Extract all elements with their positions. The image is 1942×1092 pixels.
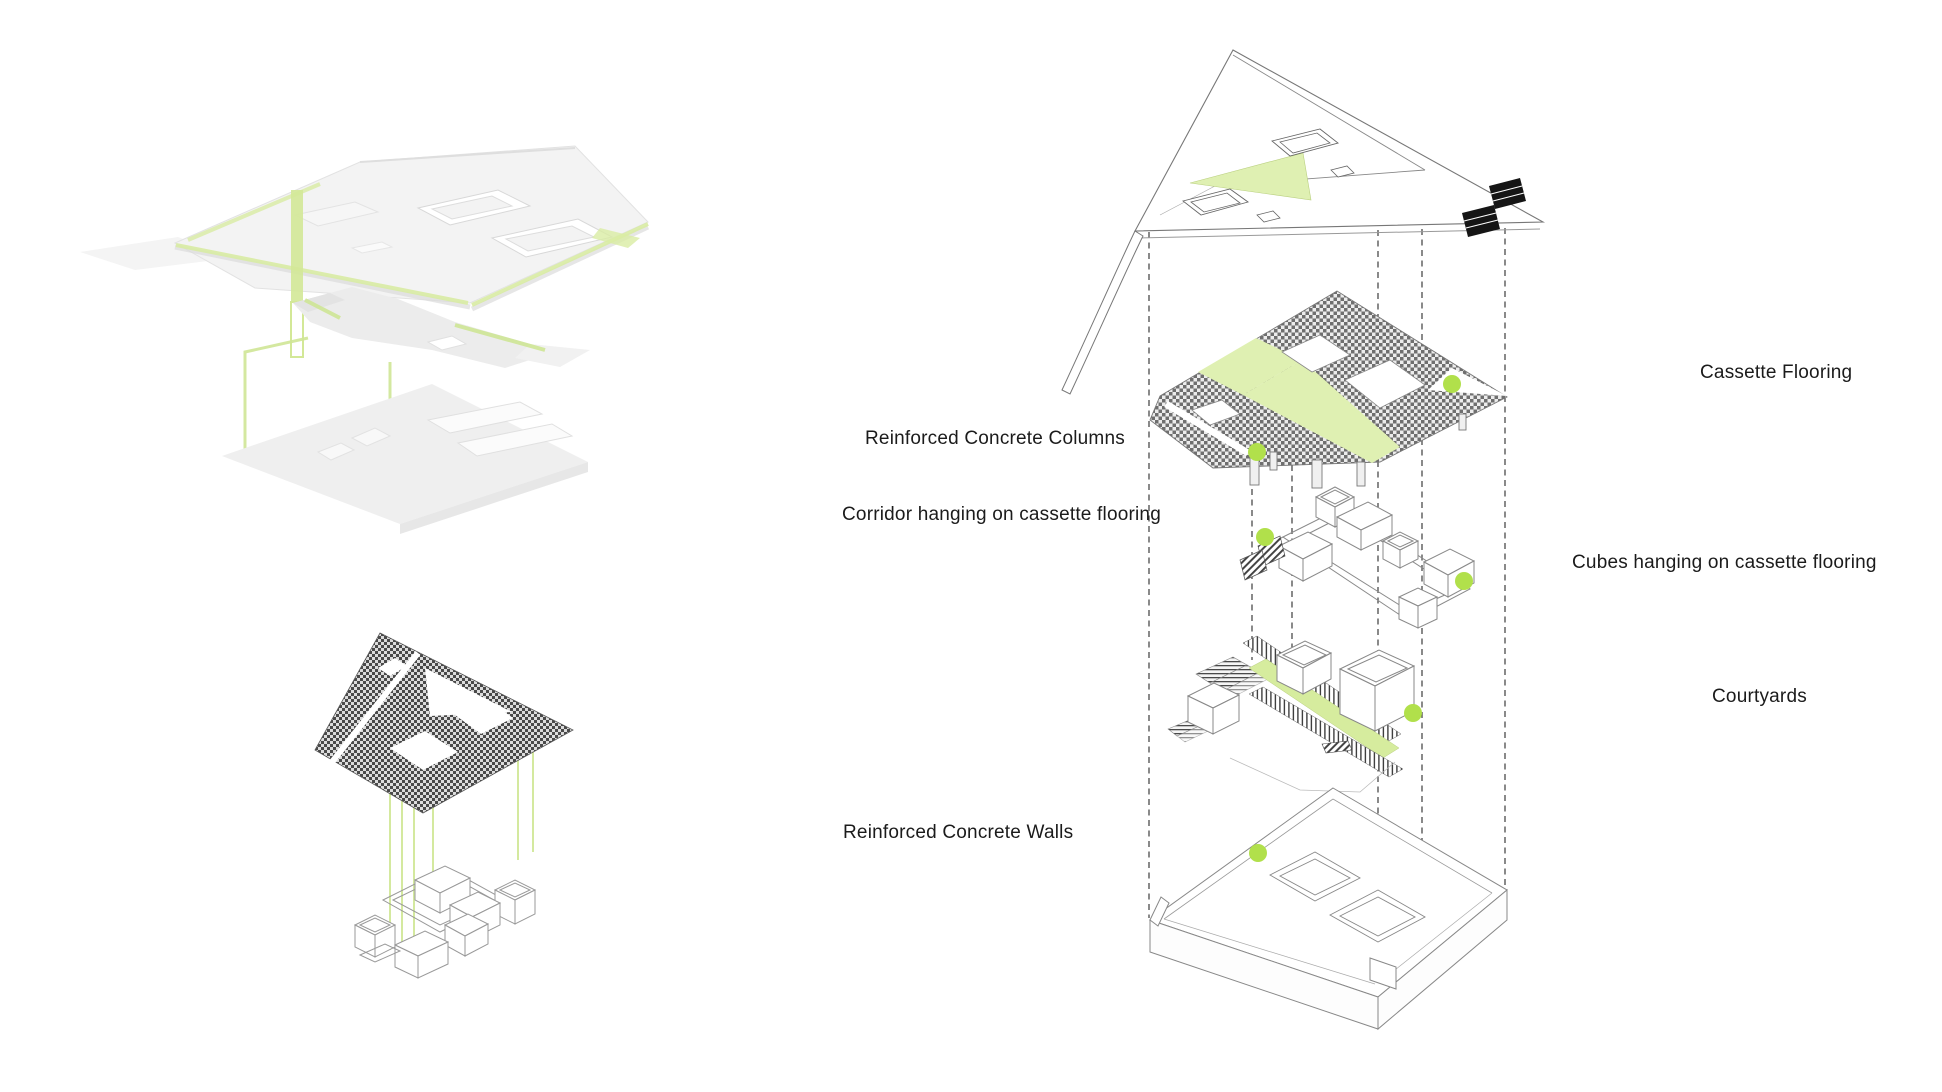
layer-roof-plane [1061, 49, 1546, 395]
roof-vent-hatch-marks [1462, 178, 1526, 237]
marker-dot-cubes [1455, 572, 1473, 590]
label-cubes-hanging: Cubes hanging on cassette flooring [1572, 552, 1877, 573]
layer-cassette-flooring [1149, 290, 1508, 489]
figure-hatched-roof-hangers [314, 632, 574, 979]
soft-ground-slab [222, 384, 588, 534]
soft-mid-floor-fragment [293, 287, 590, 368]
concrete-columns [1249, 413, 1467, 489]
soft-roof-plane [80, 145, 650, 312]
label-reinforced-concrete-walls: Reinforced Concrete Walls [843, 822, 1074, 843]
marker-dot-concrete-columns [1248, 443, 1266, 461]
slab-recessed-pits [1269, 851, 1426, 943]
hatched-cassette-plate [314, 632, 574, 814]
marker-dot-cassette-flooring [1443, 375, 1461, 393]
annotation-markers [1248, 375, 1473, 862]
hanging-cubes-cluster [353, 865, 537, 979]
roof-folded-flap [1061, 230, 1144, 395]
roof-green-courtyard-highlight [1189, 152, 1312, 201]
figure-soft-render-exploded-axon [80, 145, 650, 534]
label-cassette-flooring: Cassette Flooring [1700, 362, 1853, 383]
marker-dot-courtyards [1404, 704, 1422, 722]
label-courtyards: Courtyards [1712, 686, 1807, 707]
layer-courtyards [1167, 635, 1416, 793]
marker-dot-concrete-walls [1249, 844, 1267, 862]
figure-exploded-axon-annotated [1061, 49, 1546, 1031]
label-reinforced-concrete-columns: Reinforced Concrete Columns [865, 428, 1125, 449]
label-corridor-hanging: Corridor hanging on cassette flooring [842, 504, 1161, 525]
marker-dot-corridor [1256, 528, 1274, 546]
layer-base-slab [1148, 787, 1508, 1031]
soft-green-core-strip [290, 190, 304, 358]
layer-hanging-cubes [1239, 486, 1476, 629]
